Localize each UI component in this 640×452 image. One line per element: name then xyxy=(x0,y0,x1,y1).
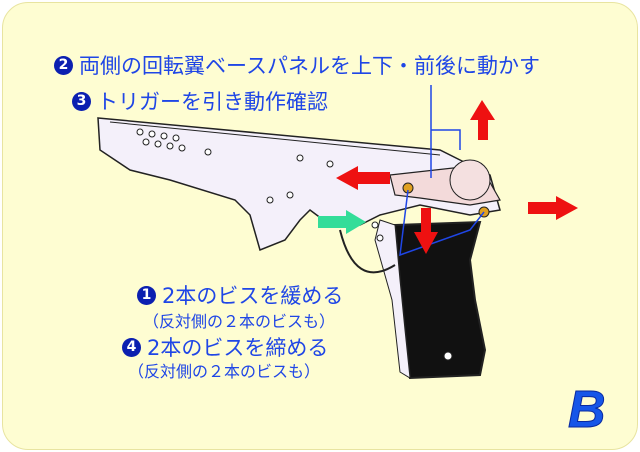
arrow-down-icon xyxy=(414,208,438,254)
step-4-text: 2本のビスを締める xyxy=(147,336,329,360)
arrow-left-icon xyxy=(336,166,390,190)
arrow-up-icon xyxy=(470,100,495,140)
trigger-guard xyxy=(339,229,396,274)
step-1-note: （反対側の２本のビスも） xyxy=(143,312,336,331)
step-2-text: 両側の回転翼ベースパネルを上下・前後に動かす xyxy=(79,54,540,78)
step-3-label: 3 トリガーを引き動作確認 xyxy=(72,86,328,116)
arrow-right-icon xyxy=(528,196,578,220)
step-4-number: 4 xyxy=(122,337,141,357)
step-4-label: 4 2本のビスを締める xyxy=(122,332,328,362)
trigger-arrow-icon xyxy=(318,210,366,234)
step-1-text: 2本のビスを緩める xyxy=(162,284,344,308)
step-3-text: トリガーを引き動作確認 xyxy=(97,90,328,114)
step-2-label: 2 両側の回転翼ベースパネルを上下・前後に動かす xyxy=(54,50,540,80)
step-3-number: 3 xyxy=(72,91,91,111)
step-4-note: （反対側の２本のビスも） xyxy=(128,362,321,381)
step-1-number: 1 xyxy=(137,285,156,305)
move-arrows xyxy=(336,100,578,254)
step-1-label: 1 2本のビスを緩める xyxy=(137,280,343,310)
gun-grip xyxy=(393,220,487,380)
figure-letter: B xyxy=(568,381,607,440)
step-2-number: 2 xyxy=(54,55,73,75)
